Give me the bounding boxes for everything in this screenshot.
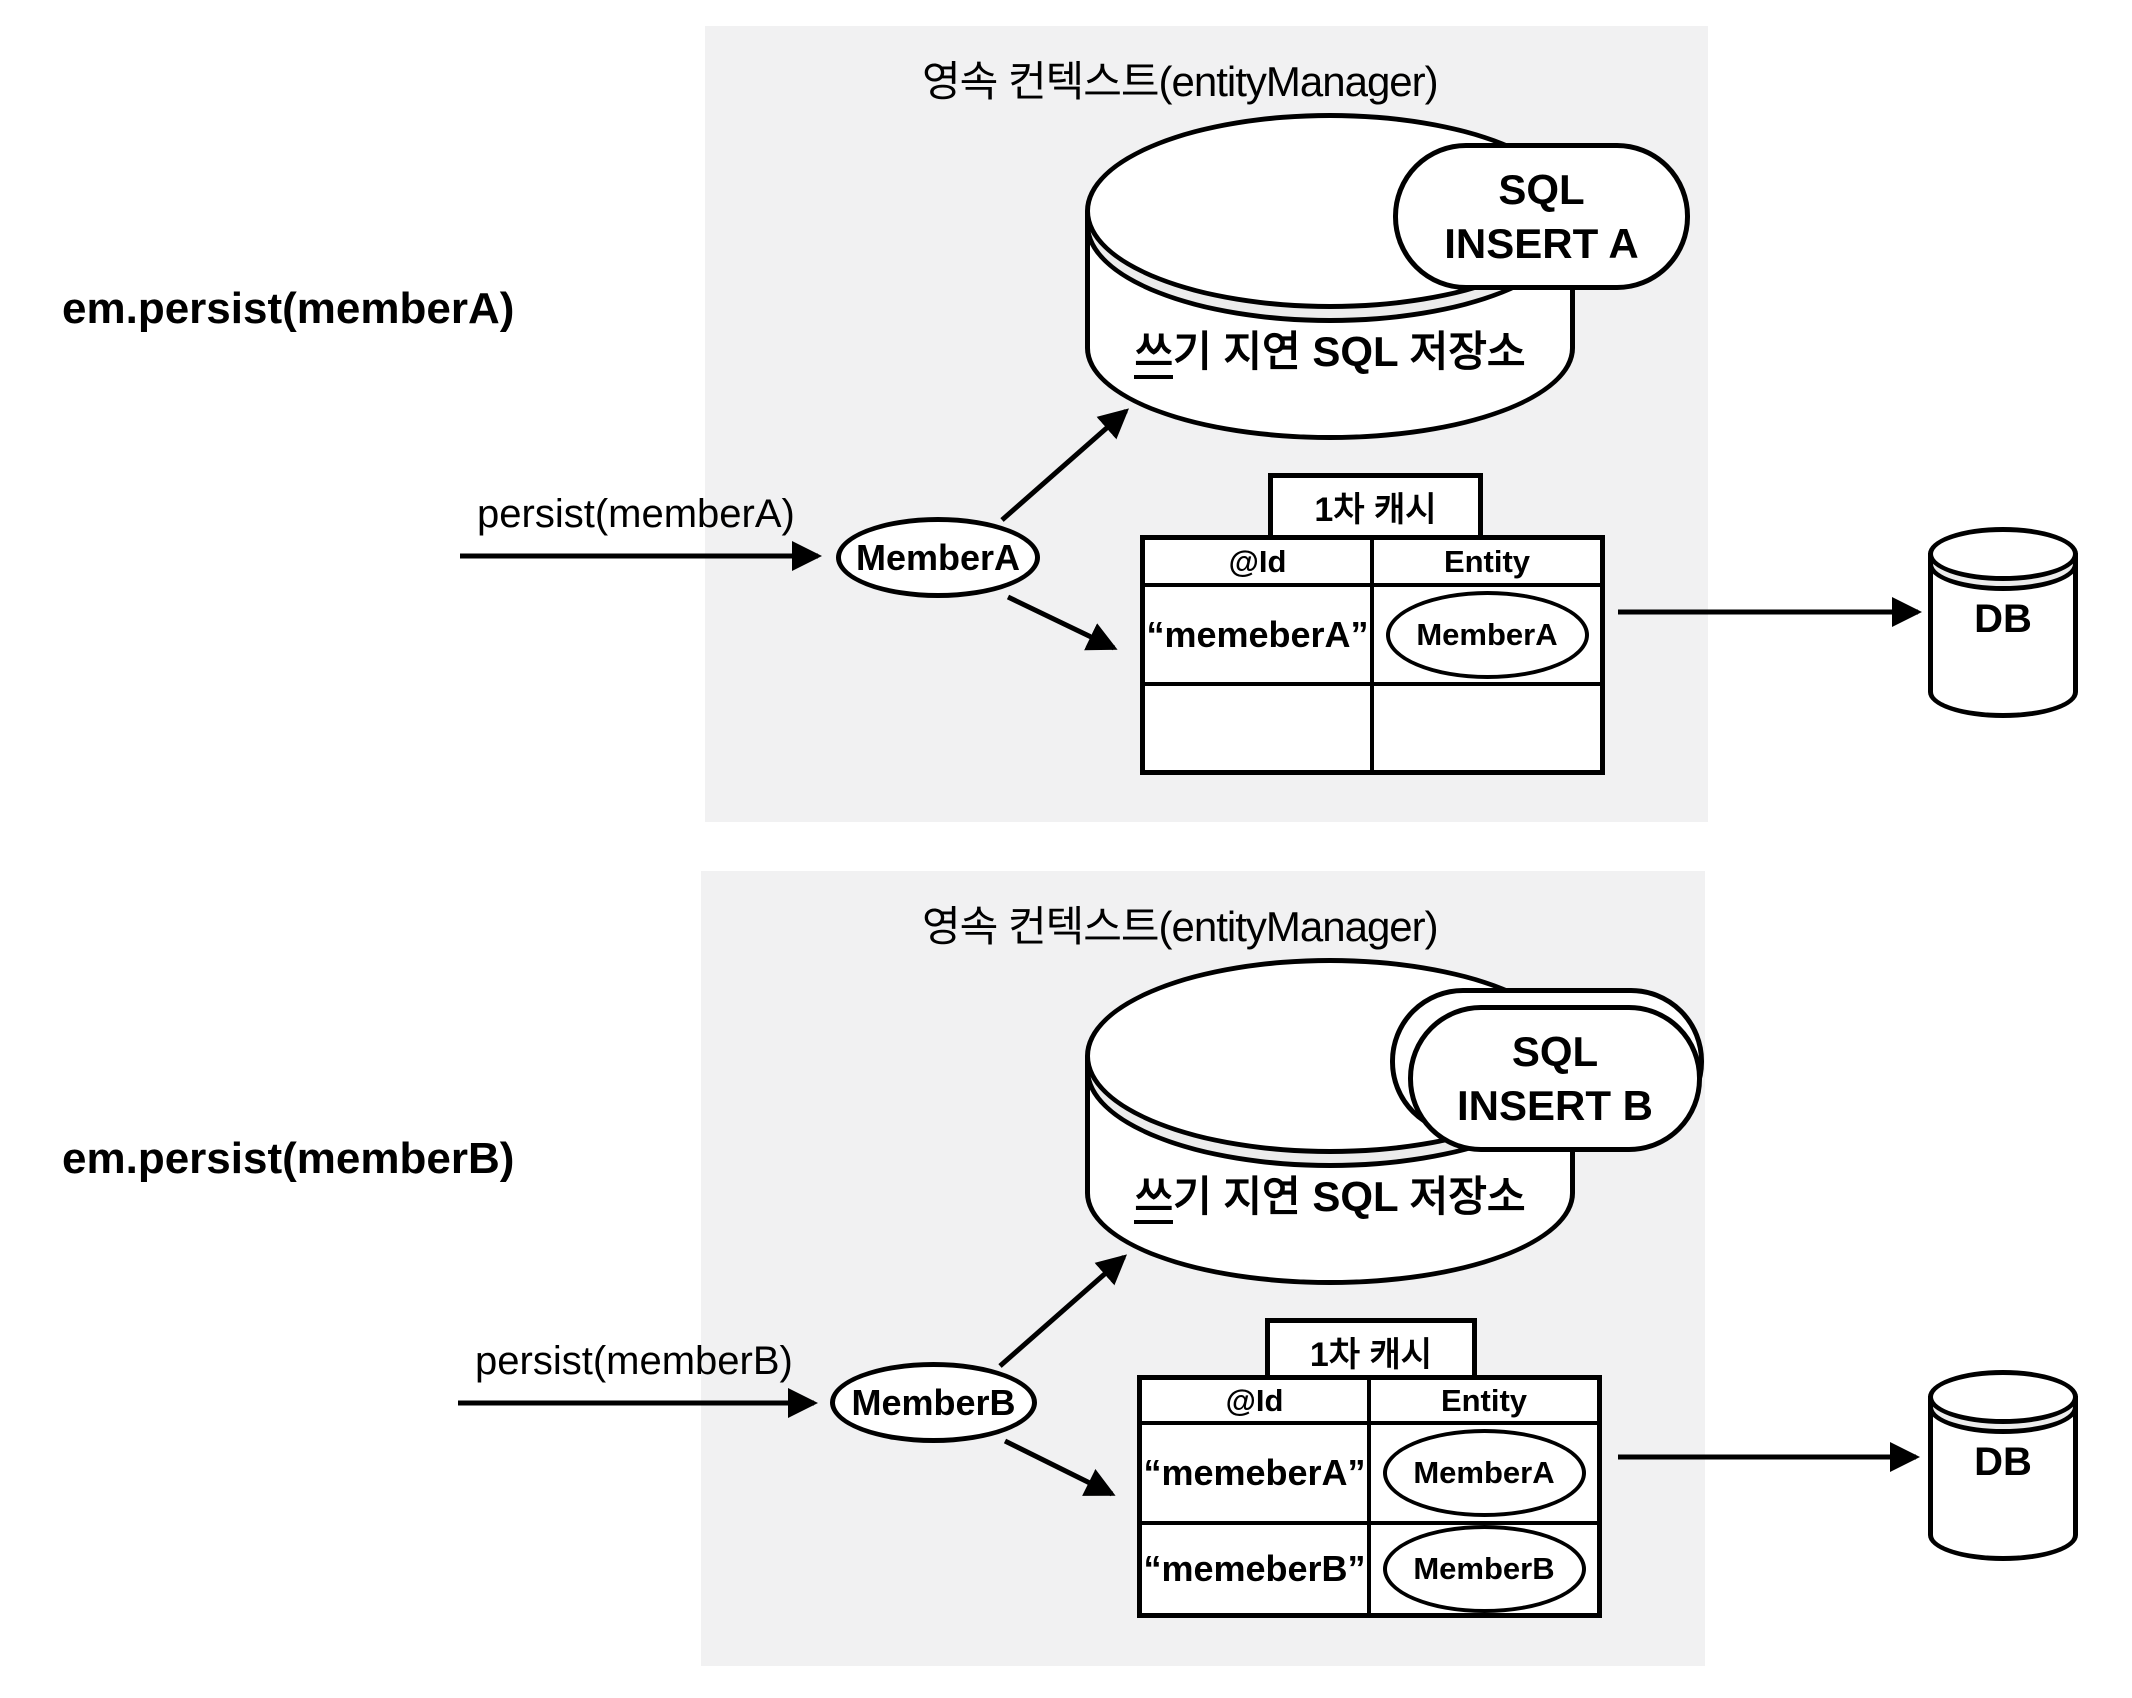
member-entity-node-a: MemberA [836, 517, 1040, 598]
sql-note-line2: INSERT A [1444, 219, 1639, 267]
arrow-label-persist-memberb: persist(memberB) [475, 1339, 793, 1383]
sql-storage-label-rest: 기 지연 SQL 저장소 [1173, 328, 1526, 375]
cache-col-id-header: @Id [1142, 1380, 1371, 1425]
code-label-persist-memberb: em.persist(memberB) [62, 1134, 515, 1183]
sql-storage-label-bottom: 쓰기 지연 SQL 저장소 [1085, 1163, 1575, 1224]
cache-row1-id: “memeberA” [1142, 1425, 1371, 1525]
db-label-top: DB [1974, 597, 2032, 641]
cache-row1-entity: MemberA [1374, 587, 1600, 686]
arrow-label-persist-membera: persist(memberA) [477, 492, 795, 536]
code-label-persist-membera: em.persist(memberA) [62, 284, 515, 333]
persistence-context-title-bottom: 영속 컨텍스트(entityManager) [922, 903, 1439, 950]
cache-col-entity-header: Entity [1371, 1380, 1597, 1425]
sql-note-line2: INSERT B [1456, 1081, 1653, 1129]
db-label-bottom: DB [1974, 1440, 2032, 1484]
first-level-cache-tab-bottom: 1차 캐시 [1265, 1318, 1477, 1380]
sql-insert-b-note: SQL INSERT B [1408, 1005, 1702, 1152]
sql-storage-label-rest: 기 지연 SQL 저장소 [1173, 1173, 1526, 1220]
cache-row2-entity: MemberB [1371, 1525, 1597, 1613]
member-entity-node-b: MemberB [830, 1362, 1037, 1443]
sql-note-line1: SQL [1498, 166, 1585, 214]
first-level-cache-table-bottom: @Id Entity “memeberA” MemberA “memeberB”… [1137, 1375, 1602, 1618]
sql-storage-label-first-char: 쓰 [1134, 1173, 1174, 1224]
persistence-context-title-top: 영속 컨텍스트(entityManager) [922, 58, 1439, 105]
cache-col-entity-header: Entity [1374, 540, 1600, 587]
first-level-cache-tab-top: 1차 캐시 [1268, 473, 1483, 535]
cache-row2-id: “memeberB” [1142, 1525, 1371, 1613]
sql-note-line1: SQL [1511, 1028, 1599, 1076]
sql-storage-label-top: 쓰기 지연 SQL 저장소 [1085, 318, 1575, 379]
cache-row2-id [1145, 686, 1374, 770]
first-level-cache-table-top: @Id Entity “memeberA” MemberA [1140, 535, 1605, 775]
cached-entity-memberb: MemberB [1382, 1525, 1586, 1613]
db-lid [1928, 1370, 2078, 1424]
cache-row1-id: “memeberA” [1145, 587, 1374, 686]
sql-storage-label-first-char: 쓰 [1134, 328, 1174, 379]
cached-entity-membera: MemberA [1382, 1429, 1586, 1517]
cache-row1-entity: MemberA [1371, 1425, 1597, 1525]
db-lid [1928, 527, 2078, 581]
cache-col-id-header: @Id [1145, 540, 1374, 587]
cached-entity-membera: MemberA [1385, 590, 1589, 679]
cache-row2-entity [1374, 686, 1600, 770]
sql-insert-a-note: SQL INSERT A [1393, 143, 1690, 290]
